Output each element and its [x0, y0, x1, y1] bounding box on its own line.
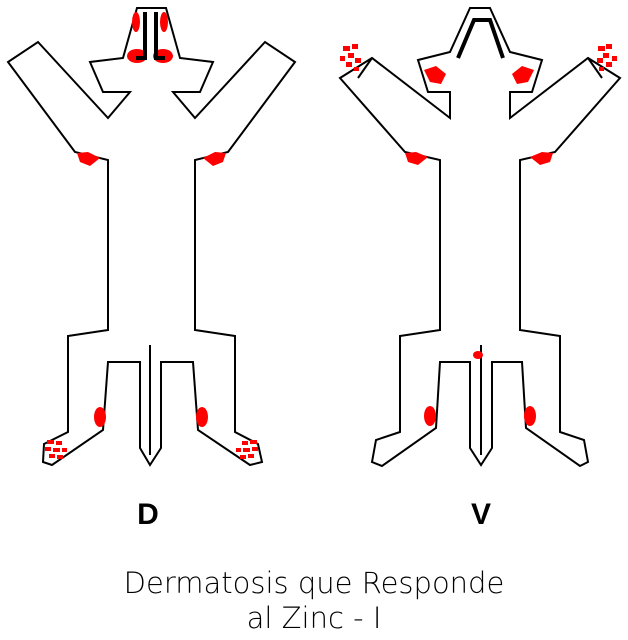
dorsal-figure: D [6, 7, 297, 531]
ventral-elbow-lesion-right [530, 152, 553, 165]
ventral-hock-lesion-left [424, 406, 436, 426]
dorsal-body-outline [6, 7, 297, 467]
dorsal-hock-lesion-left [94, 407, 106, 427]
ventral-cheek-lesion-right [512, 66, 534, 84]
dorsal-hock-lesion-right [196, 407, 208, 427]
ventral-front-paw-lesions-left [340, 44, 361, 71]
ventral-figure: V [338, 7, 622, 531]
dorsal-elbow-lesion-right [203, 152, 226, 166]
ventral-muzzle-mark [456, 18, 505, 59]
ventral-paw-crease-right [587, 57, 603, 79]
dorsal-foot-pad-lesions-right [236, 440, 258, 459]
ventral-front-paw-lesions-right [597, 44, 617, 71]
dorsal-elbow-lesion-left [77, 152, 100, 166]
caption-line-2: al Zinc - I [247, 601, 382, 635]
ventral-body-outline [338, 7, 622, 468]
dorsal-ear-lesion-right [160, 12, 168, 32]
ventral-genital-lesion [473, 351, 483, 359]
dorsal-view-label: D [137, 498, 159, 531]
dorsal-muzzle-mark-left [136, 12, 147, 60]
ventral-view-label: V [471, 498, 491, 531]
dorsal-ear-lesion-left [132, 12, 140, 32]
ventral-cheek-lesion-left [424, 66, 446, 84]
caption-line-1: Dermatosis que Responde [124, 566, 505, 600]
ventral-paw-crease-left [357, 57, 373, 79]
dorsal-muzzle-mark-right [154, 12, 165, 60]
dorsal-foot-pad-lesions-left [45, 440, 67, 459]
ventral-hock-lesion-right [524, 406, 536, 426]
ventral-elbow-lesion-left [405, 152, 428, 165]
